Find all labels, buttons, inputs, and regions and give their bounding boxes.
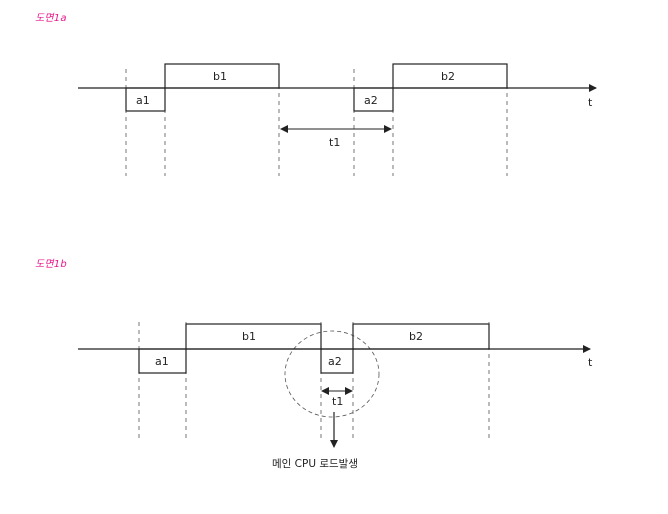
pulse-a1: [138, 348, 187, 374]
interval-t1-label: t1: [332, 395, 343, 408]
pulse-b1: [164, 63, 280, 89]
pulse-b2: [352, 323, 490, 350]
figure-1b-diagram: t a1 b1 a2 b2 t1 메인 CPU 로드발생: [78, 322, 593, 470]
pulse-a2-label: a2: [364, 94, 378, 107]
interval-t1-label: t1: [329, 136, 340, 149]
overlap-highlight-ellipse: [284, 330, 380, 418]
figure-1a-guides: [125, 69, 508, 176]
pulse-a1-label: a1: [136, 94, 150, 107]
figure-1a-diagram: t a1 b1 a2 b2 t1: [78, 63, 597, 176]
figure-1a-label: 도면1a: [35, 13, 67, 24]
pulse-b2: [392, 63, 508, 89]
pulse-a2: [353, 87, 394, 112]
time-axis-label: t: [588, 356, 593, 369]
figure-1b-guides: [138, 322, 490, 440]
main-cpu-load-annotation: 메인 CPU 로드발생: [272, 458, 358, 470]
pulse-b1: [185, 323, 322, 350]
figure-1b-label: 도면1b: [35, 259, 67, 270]
pulse-b2-label: b2: [409, 330, 423, 343]
pulse-b2-label: b2: [441, 70, 455, 83]
time-axis-label: t: [588, 96, 593, 109]
pulse-a1-label: a1: [155, 355, 169, 368]
pulse-a1: [125, 87, 166, 112]
pulse-b1-label: b1: [213, 70, 227, 83]
pulse-b1-label: b1: [242, 330, 256, 343]
pulse-a2-label: a2: [328, 355, 342, 368]
pulse-a2: [320, 348, 354, 374]
